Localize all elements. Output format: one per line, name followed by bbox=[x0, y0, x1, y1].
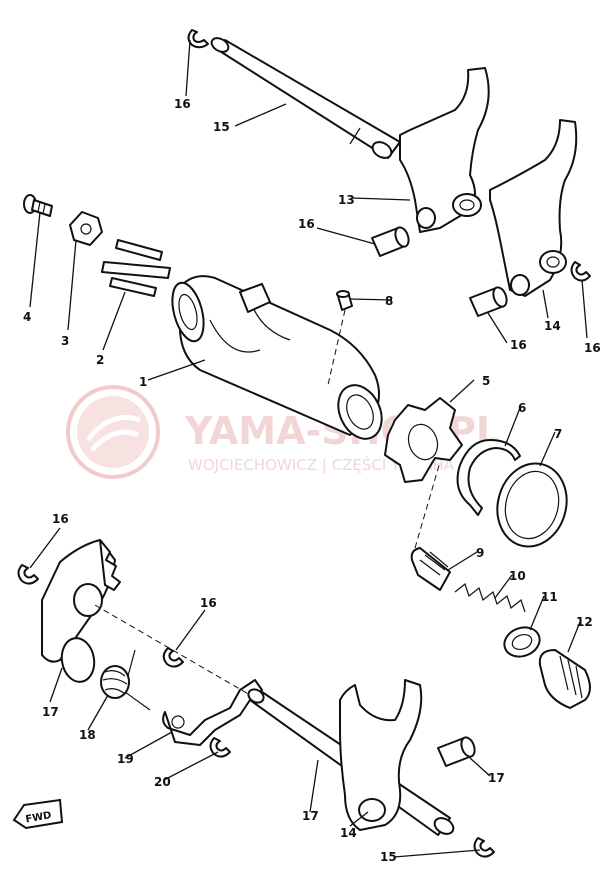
callout-8: 8 bbox=[385, 294, 393, 308]
callout-4: 4 bbox=[23, 310, 31, 324]
callout-17-upper: 16 bbox=[298, 217, 315, 231]
guide-pin-17-lower bbox=[437, 736, 476, 767]
callout-18: 17 bbox=[302, 809, 319, 823]
callout-16-left: 16 bbox=[52, 512, 69, 526]
screw-4 bbox=[23, 194, 53, 217]
callouts: 16 15 13 16 8 4 3 2 1 5 6 7 16 14 16 9 1… bbox=[23, 97, 601, 864]
callout-20: 18 bbox=[79, 728, 96, 742]
guide-pin-17-upper bbox=[371, 226, 410, 257]
callout-1: 1 bbox=[139, 375, 147, 389]
watermark-subtitle: WOJCIECHOWICZ | CZĘŚCI YAMAHA bbox=[188, 455, 455, 474]
callout-17-lower: 17 bbox=[488, 771, 505, 785]
washer-11 bbox=[503, 626, 541, 658]
fwd-arrow-icon: FWD bbox=[12, 798, 64, 830]
return-spring-20 bbox=[100, 649, 151, 711]
circlip-middle bbox=[162, 647, 184, 668]
callout-11: 11 bbox=[541, 590, 558, 604]
callout-10: 10 bbox=[509, 569, 526, 583]
callout-15: 15 bbox=[213, 120, 230, 134]
spring-10 bbox=[454, 582, 526, 613]
pins-2 bbox=[101, 239, 171, 297]
circlip-6 bbox=[456, 439, 521, 516]
callout-6: 6 bbox=[518, 401, 526, 415]
circlip-22 bbox=[209, 737, 231, 758]
leader-lines bbox=[29, 39, 588, 858]
shift-drum-1 bbox=[171, 275, 383, 440]
segment-plate-3 bbox=[69, 211, 103, 246]
pin-8 bbox=[336, 290, 353, 311]
cap-7 bbox=[496, 462, 568, 548]
callout-7: 7 bbox=[554, 427, 562, 441]
watermark-logo-icon bbox=[66, 385, 160, 479]
shift-fork-14-lower bbox=[339, 679, 423, 831]
callout-13: 13 bbox=[338, 193, 355, 207]
circlip-left bbox=[17, 564, 39, 585]
callout-12: 12 bbox=[576, 615, 593, 629]
callout-14-upper: 14 bbox=[544, 319, 561, 333]
callout-16-right: 16 bbox=[584, 341, 601, 355]
callout-5: 5 bbox=[482, 374, 490, 388]
callout-22: 20 bbox=[154, 775, 171, 789]
callout-14-lower: 14 bbox=[340, 826, 357, 840]
shift-lever-plate-21 bbox=[162, 679, 263, 746]
fwd-badge-label: FWD bbox=[25, 810, 53, 825]
callout-16-bottom: 15 bbox=[380, 850, 397, 864]
shift-fork-shaft-top bbox=[210, 37, 401, 159]
circlip-bottom bbox=[473, 837, 495, 858]
callout-16-middle: 16 bbox=[200, 596, 217, 610]
callout-3: 3 bbox=[61, 334, 69, 348]
callout-16-top: 16 bbox=[174, 97, 191, 111]
plug-bolt-12 bbox=[538, 649, 591, 709]
callout-21: 19 bbox=[117, 752, 134, 766]
shift-fork-14-upper bbox=[489, 119, 578, 297]
callout-2: 2 bbox=[96, 353, 104, 367]
callout-17-middle: 16 bbox=[510, 338, 527, 352]
shift-fork-13 bbox=[399, 67, 490, 233]
shift-arm-19 bbox=[41, 539, 121, 683]
stopper-plunger-9 bbox=[410, 547, 451, 591]
circlip-top bbox=[187, 29, 209, 49]
guide-pin-17-middle bbox=[469, 286, 508, 317]
stopper-plate-5 bbox=[384, 397, 463, 483]
callout-9: 9 bbox=[476, 546, 484, 560]
callout-19: 17 bbox=[42, 705, 59, 719]
circlip-right bbox=[570, 261, 591, 282]
